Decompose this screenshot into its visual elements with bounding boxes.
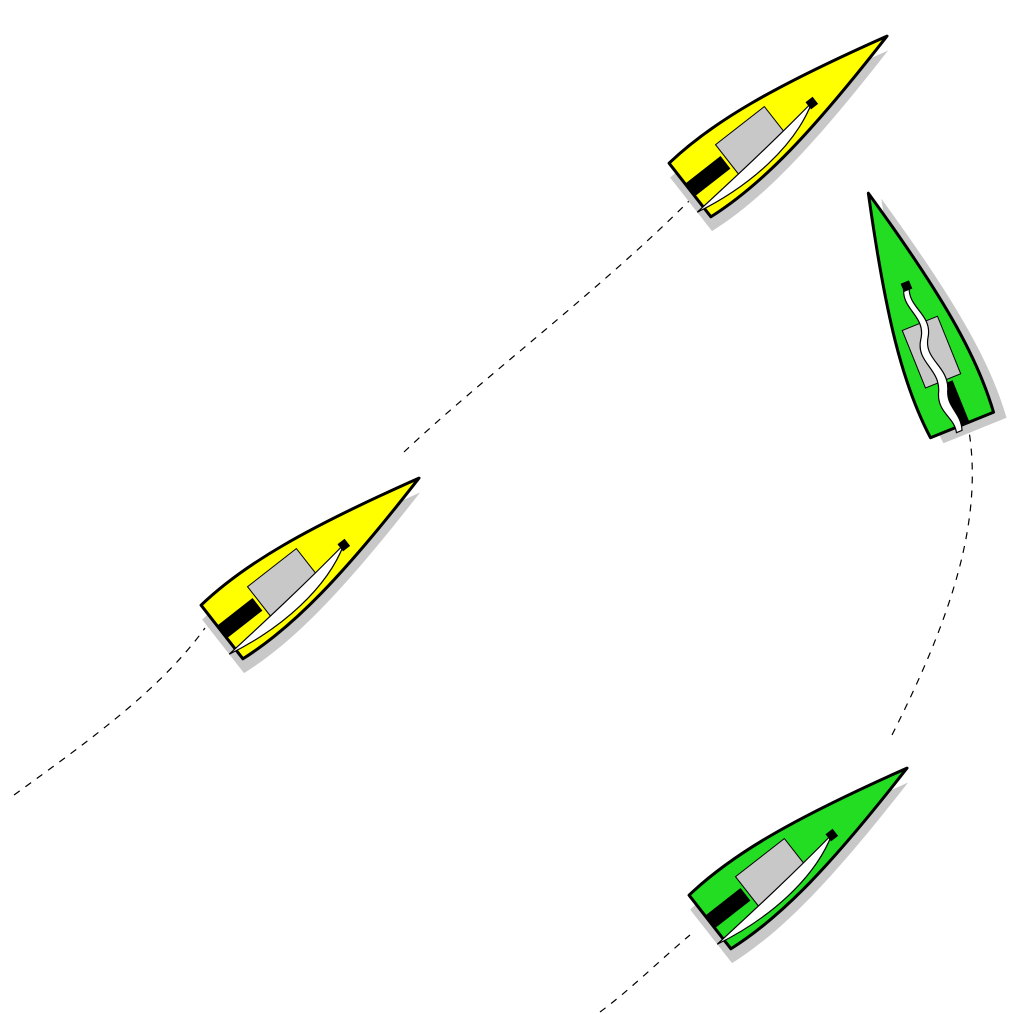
yellow-boat-lower [194,450,449,675]
green-boat-upper [835,176,1008,448]
green-track [600,425,972,1012]
yellow-track [14,200,690,795]
green-boat-lower [682,740,937,965]
yellow-boat-upper [662,8,917,233]
